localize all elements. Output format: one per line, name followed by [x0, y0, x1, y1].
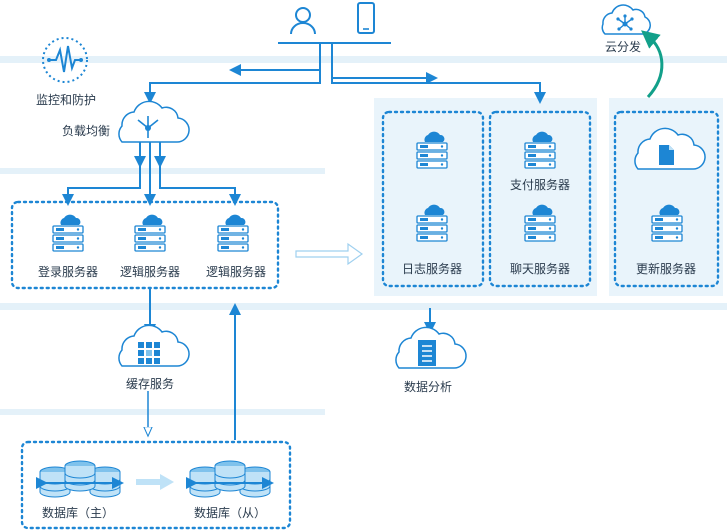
logic-server-1-label: 逻辑服务器	[119, 265, 181, 279]
band-mid	[0, 168, 325, 174]
link-client-to-lb	[144, 43, 321, 104]
db-master-label: 数据库（主）	[41, 506, 115, 520]
db-slave-label: 数据库（从）	[193, 506, 267, 520]
pay-chat-group-frame	[488, 110, 592, 288]
database-group-frame	[20, 440, 292, 530]
server-icon-login	[52, 213, 84, 252]
user-icon	[290, 7, 316, 35]
chat-server-label: 聊天服务器	[509, 262, 571, 276]
analysis-label: 数据分析	[403, 380, 453, 394]
pay-server-label: 支付服务器	[509, 178, 571, 192]
document-cloud-icon	[634, 127, 706, 170]
replication-arrow	[136, 474, 174, 490]
log-server-label: 日志服务器	[401, 262, 463, 276]
analysis-cloud-icon	[395, 326, 467, 369]
side-services-panel	[374, 98, 597, 296]
update-group-frame	[613, 110, 720, 288]
cloud-distribution-icon	[601, 4, 651, 35]
log-group-frame	[381, 110, 485, 288]
server-icon-logic1	[134, 213, 166, 252]
cache-label: 缓存服务	[125, 377, 175, 391]
band-top	[0, 56, 727, 63]
load-balancer-label: 负载均衡	[62, 124, 111, 138]
hollow-arrow-right	[295, 242, 364, 266]
band-mid-2	[0, 303, 727, 310]
server-icon-logic2	[217, 213, 249, 252]
database-slave-icon	[186, 460, 274, 498]
update-server-label: 更新服务器	[635, 262, 697, 276]
login-server-label: 登录服务器	[37, 265, 99, 279]
link-update-to-cloud	[641, 30, 664, 99]
cloud-distribution-label: 云分发	[604, 40, 642, 54]
phone-icon	[357, 2, 375, 34]
monitor-label: 监控和防护	[35, 93, 97, 107]
load-balancer-cloud-icon	[118, 100, 190, 143]
pulse-icon	[42, 37, 88, 83]
link-client-to-side	[331, 43, 546, 104]
logic-server-2-label: 逻辑服务器	[205, 265, 267, 279]
cache-cloud-icon	[118, 324, 190, 367]
database-master-icon	[36, 460, 124, 498]
band-low	[0, 409, 325, 415]
